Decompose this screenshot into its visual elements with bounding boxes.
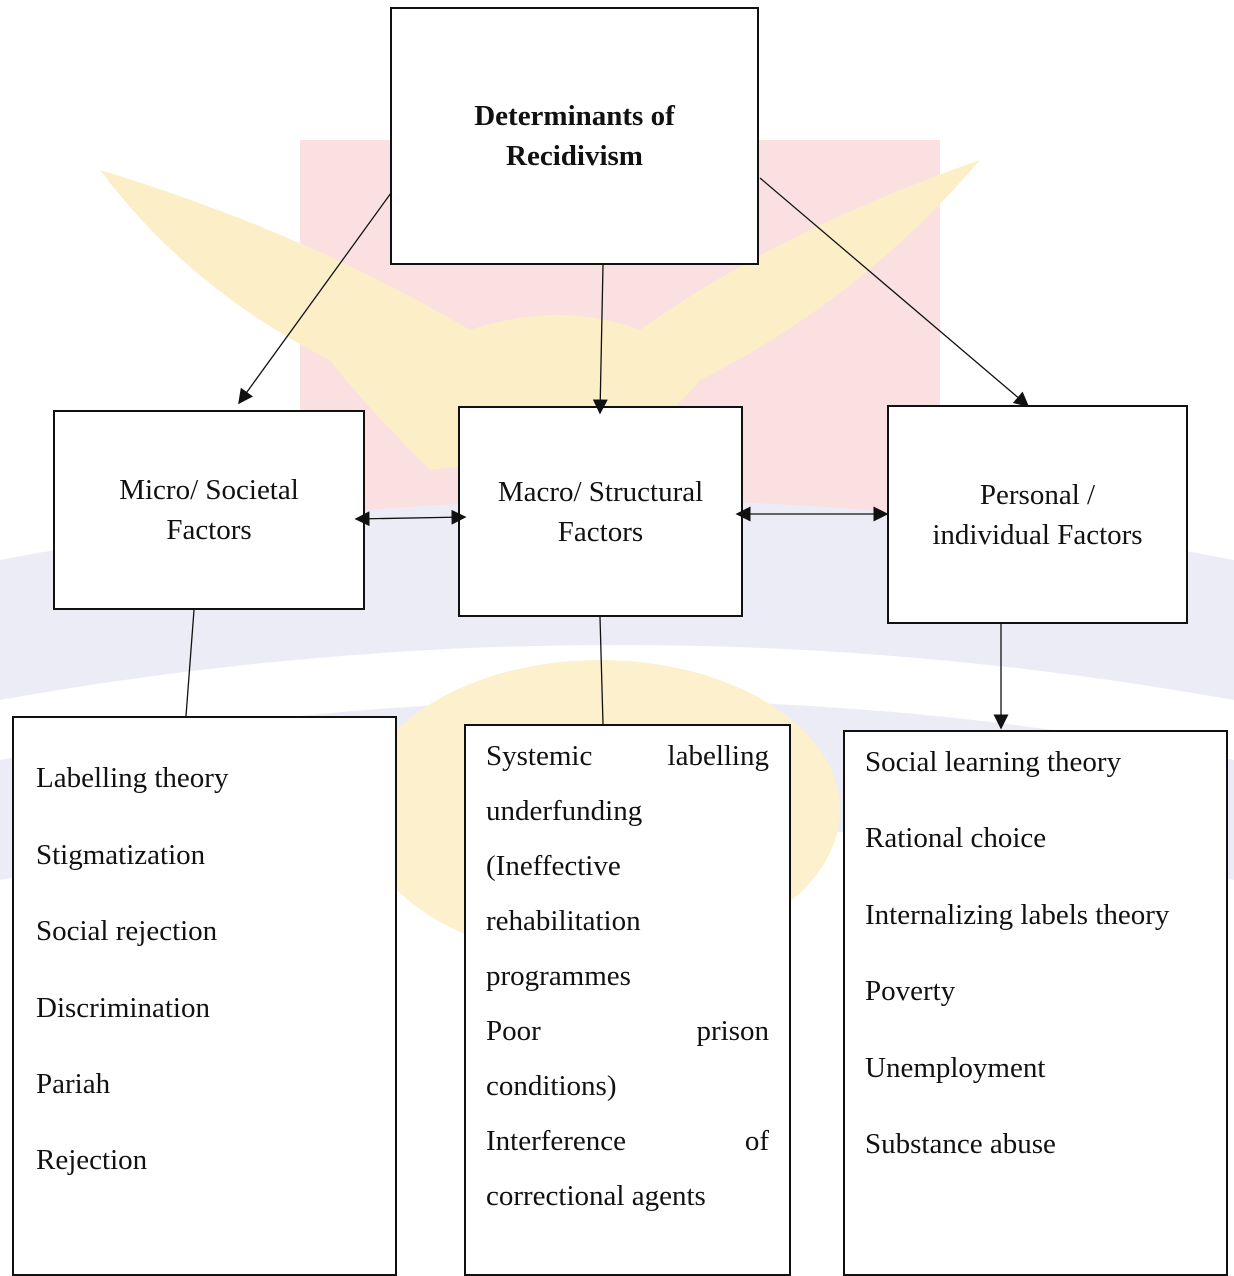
macro-line: Interference of: [486, 1121, 769, 1161]
list-item: Labelling theory: [36, 762, 229, 794]
micro-factors-label: Micro/ Societal Factors: [119, 470, 299, 550]
list-item: Unemployment: [865, 1052, 1046, 1084]
list-item: Pariah: [36, 1068, 111, 1100]
macro-line: correctional agents: [486, 1180, 706, 1212]
micro-items-box: Labelling theory Stigmatization Social r…: [12, 716, 397, 1276]
list-item: Poverty: [865, 975, 956, 1007]
root-label-line2: Recidivism: [506, 140, 643, 172]
personal-factors-label: Personal / individual Factors: [932, 475, 1142, 555]
macro-line: Poor prison: [486, 1011, 769, 1051]
macro-text: of: [744, 1125, 769, 1157]
personal-line1: Personal /: [979, 478, 1096, 511]
macro-line: programmes: [486, 960, 631, 992]
root-node: Determinants of Recidivism: [390, 7, 759, 265]
list-item: Social rejection: [36, 915, 218, 947]
personal-factors-node: Personal / individual Factors: [887, 405, 1188, 624]
macro-text: Systemic: [486, 740, 593, 772]
personal-line2: individual Factors: [932, 518, 1143, 551]
macro-text: Interference: [486, 1125, 627, 1157]
macro-factors-label: Macro/ Structural Factors: [498, 472, 703, 552]
personal-items-box: Social learning theory Rational choice I…: [843, 730, 1228, 1276]
macro-line2: Factors: [557, 515, 644, 548]
macro-line: (Ineffective: [486, 850, 621, 882]
micro-factors-node: Micro/ Societal Factors: [53, 410, 365, 610]
list-item: Discrimination: [36, 992, 210, 1024]
macro-line: Systemic labelling: [486, 736, 769, 776]
macro-line: rehabilitation: [486, 905, 641, 937]
macro-text: Poor: [486, 1015, 541, 1047]
macro-line1: Macro/ Structural: [497, 475, 704, 508]
list-item: Substance abuse: [865, 1128, 1056, 1160]
root-label: Determinants of Recidivism: [474, 96, 675, 176]
micro-line2: Factors: [166, 514, 252, 546]
macro-text: labelling: [667, 740, 769, 772]
list-item: Rational choice: [865, 822, 1047, 854]
macro-factors-node: Macro/ Structural Factors: [458, 406, 743, 617]
macro-line: conditions): [486, 1070, 617, 1102]
micro-line1: Micro/ Societal: [119, 474, 299, 506]
macro-items-box: Systemic labelling underfunding (Ineffec…: [464, 724, 791, 1276]
list-item: Rejection: [36, 1144, 148, 1176]
macro-text: prison: [696, 1015, 770, 1047]
macro-line: underfunding: [486, 795, 643, 827]
list-item: Stigmatization: [36, 839, 206, 871]
root-label-line1: Determinants of: [474, 100, 675, 132]
list-item: Social learning theory: [865, 746, 1122, 778]
list-item: Internalizing labels theory: [865, 899, 1170, 931]
